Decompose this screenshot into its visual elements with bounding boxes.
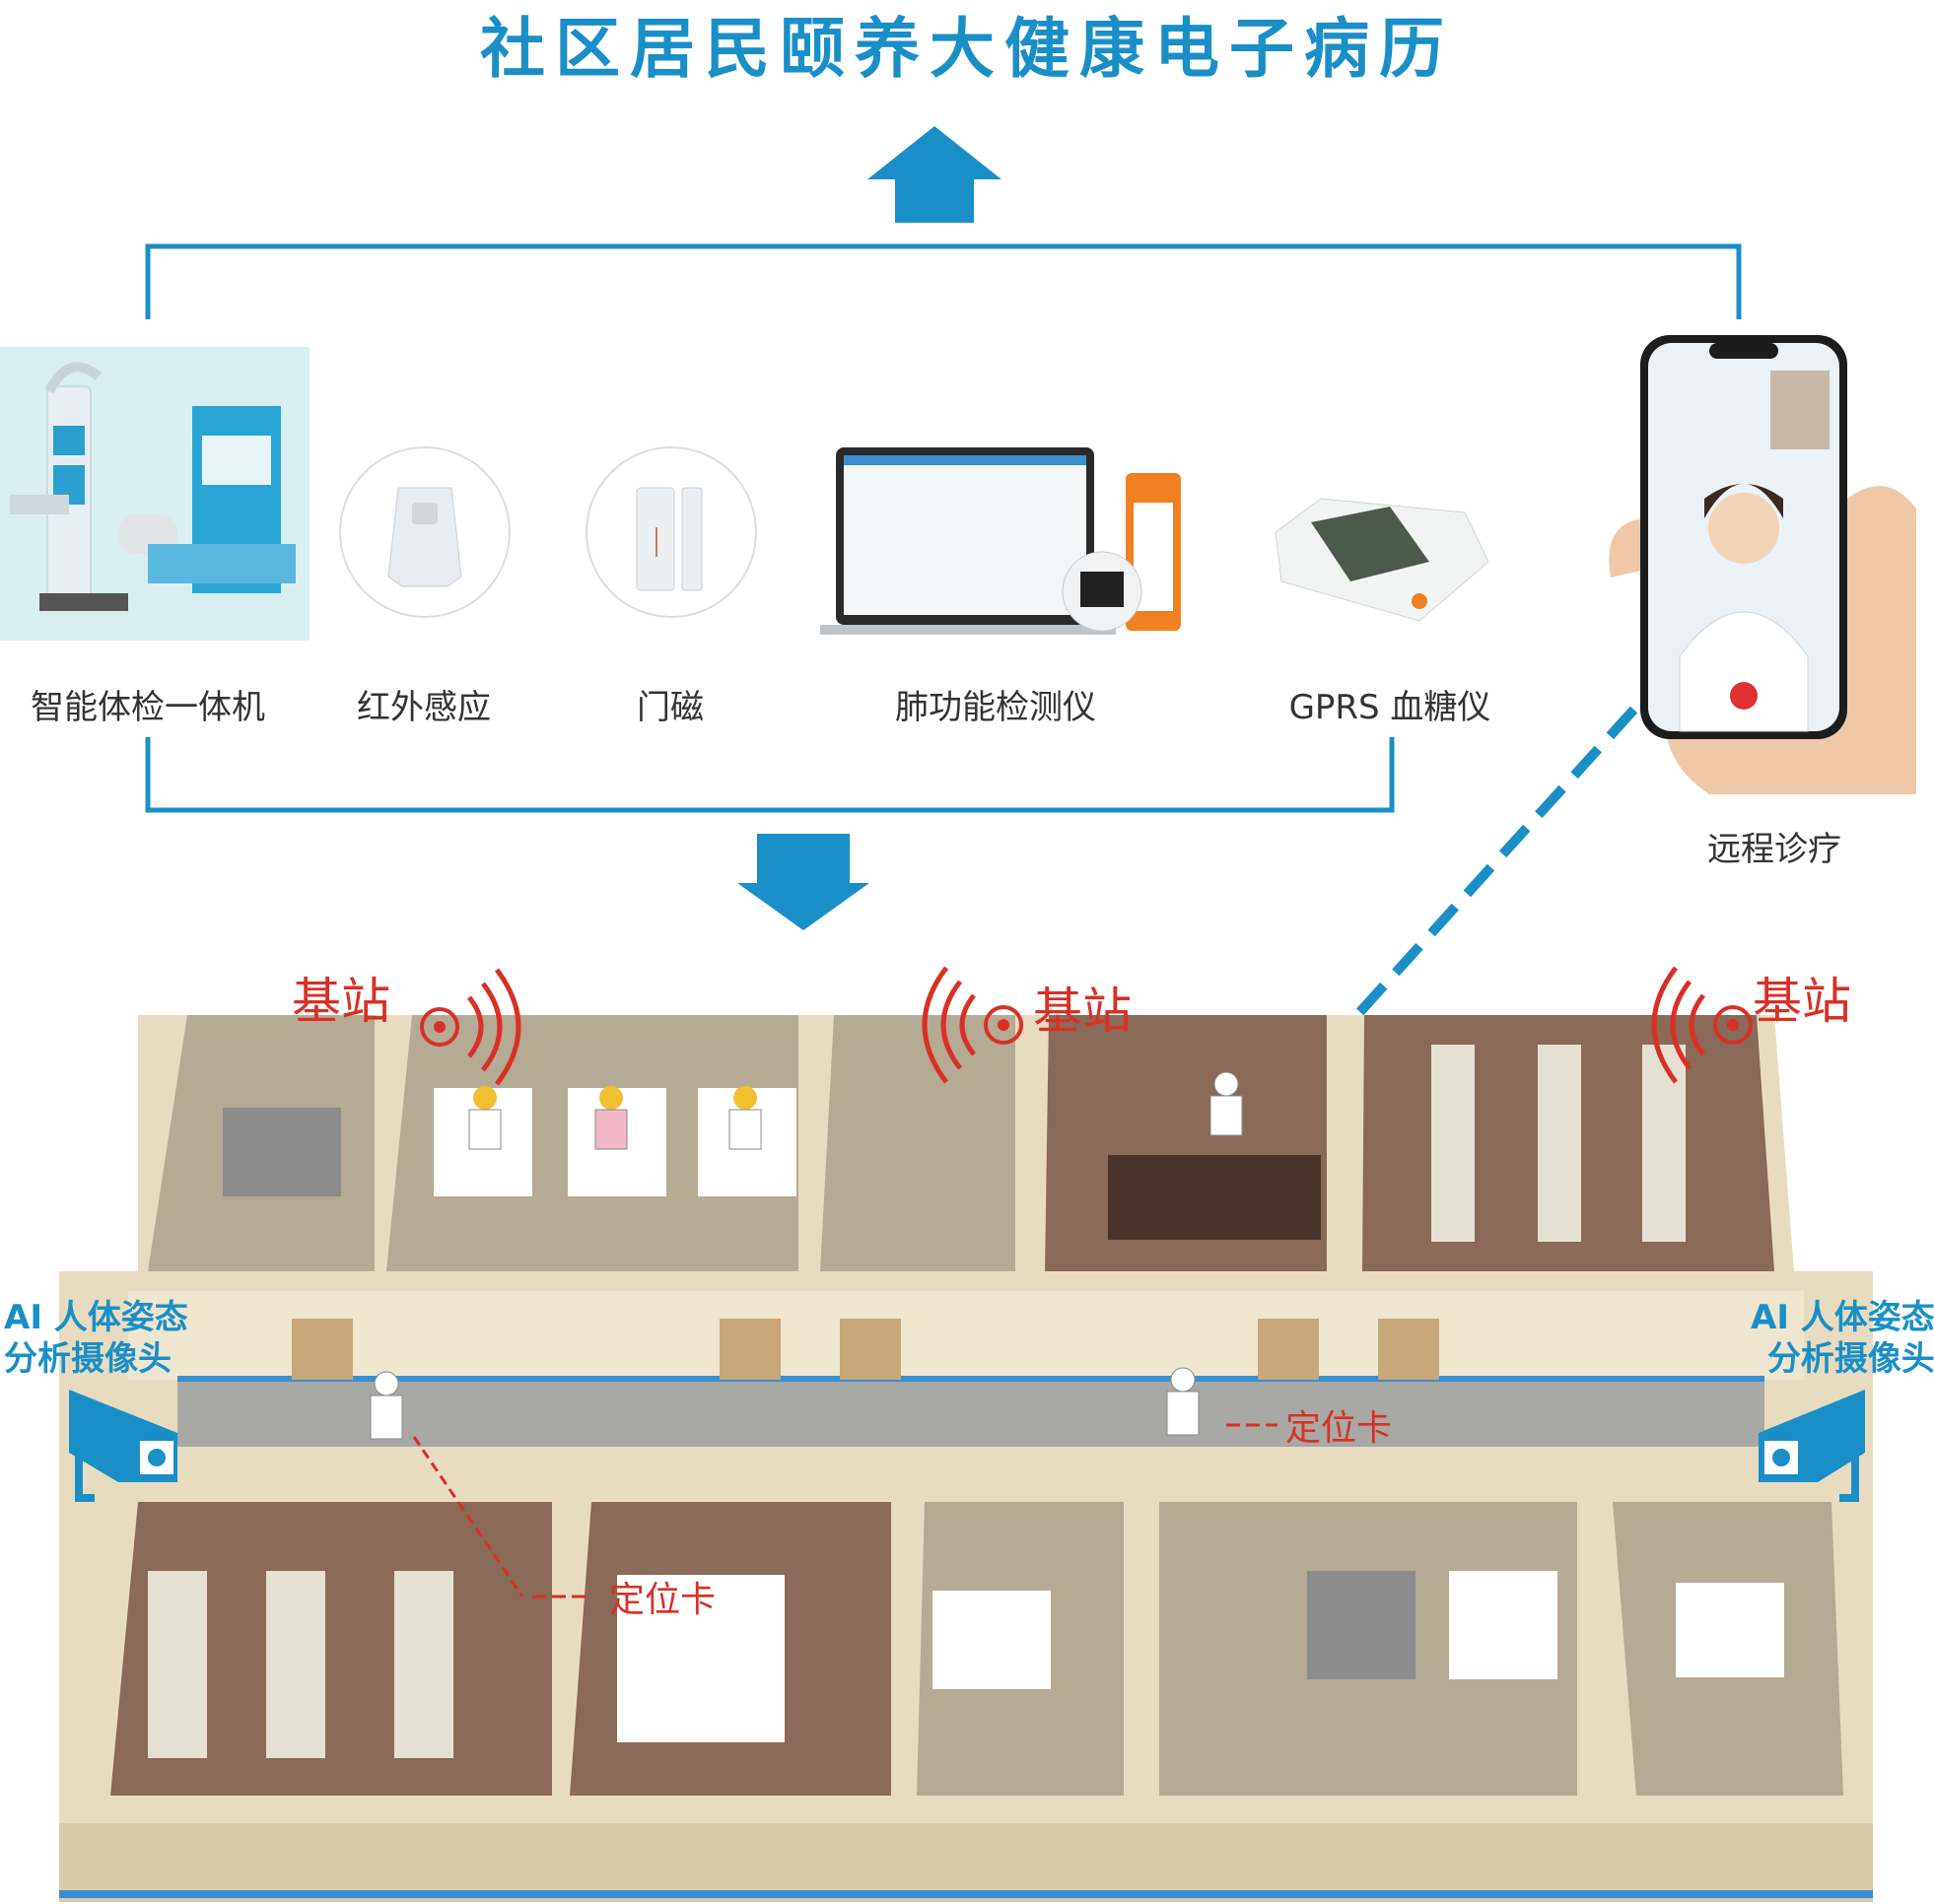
glucose-meter-icon (1275, 498, 1489, 622)
down-arrow (737, 834, 869, 930)
page-title: 社区居民颐养大健康电子病历 (480, 11, 1454, 87)
locator-card-label-2: 定位卡 (609, 1580, 717, 1620)
device-label-door-magnet: 门磁 (637, 688, 704, 727)
phone-video-call-icon (1609, 335, 1916, 794)
corridor-wall (128, 1291, 1804, 1380)
base-station-label-2: 基站 (1033, 983, 1132, 1040)
device-label-glucose-meter: GPRS 血糖仪 (1288, 688, 1491, 727)
device-label-infrared: 红外感应 (357, 688, 491, 727)
base-station-signal-icon-1 (420, 968, 521, 1086)
ai-camera-label-right-line1: AI 人体姿态 (1751, 1298, 1934, 1337)
room-top-3 (820, 1015, 1015, 1271)
ai-camera-label-left-line1: AI 人体姿态 (4, 1298, 188, 1337)
base-station-label-3: 基站 (1753, 973, 1851, 1030)
base-station-signal-icon-3 (1651, 966, 1753, 1084)
locator-card-label-1: 定位卡 (1285, 1408, 1393, 1449)
door-magnet-image (586, 446, 757, 618)
ai-camera-label-right-line2: 分析摄像头 (1766, 1339, 1934, 1379)
device-label-health-kiosk: 智能体检一体机 (31, 688, 265, 727)
top-bracket (145, 243, 1742, 319)
ai-camera-icon-right (1759, 1390, 1865, 1502)
bottom-bracket (145, 737, 1395, 813)
ai-camera-label-left: AI 人体姿态 分析摄像头 (4, 1297, 188, 1380)
infrared-sensor-image (339, 446, 511, 618)
lung-function-tester-icon (820, 447, 1181, 635)
health-kiosk-icon (10, 362, 296, 611)
door-magnet-icon (636, 487, 703, 591)
remote-diagnosis-label: 远程诊疗 (1707, 830, 1841, 869)
remote-diagnosis-image (1591, 331, 1916, 794)
device-label-lung-tester: 肺功能检测仪 (895, 688, 1096, 727)
base-station-signal-icon-2 (922, 966, 1023, 1084)
base-station-label-1: 基站 (292, 973, 390, 1030)
ai-camera-icon-left (69, 1390, 177, 1502)
up-arrow (867, 126, 1002, 223)
corridor-floor (177, 1380, 1764, 1447)
infrared-sensor-icon (387, 487, 462, 587)
ai-camera-label-left-line2: 分析摄像头 (4, 1339, 172, 1379)
ai-camera-label-right: AI 人体姿态 分析摄像头 (1751, 1297, 1934, 1380)
glucose-meter-image (1272, 493, 1498, 631)
health-kiosk-image (0, 347, 310, 641)
lung-function-tester-image (800, 443, 1195, 641)
